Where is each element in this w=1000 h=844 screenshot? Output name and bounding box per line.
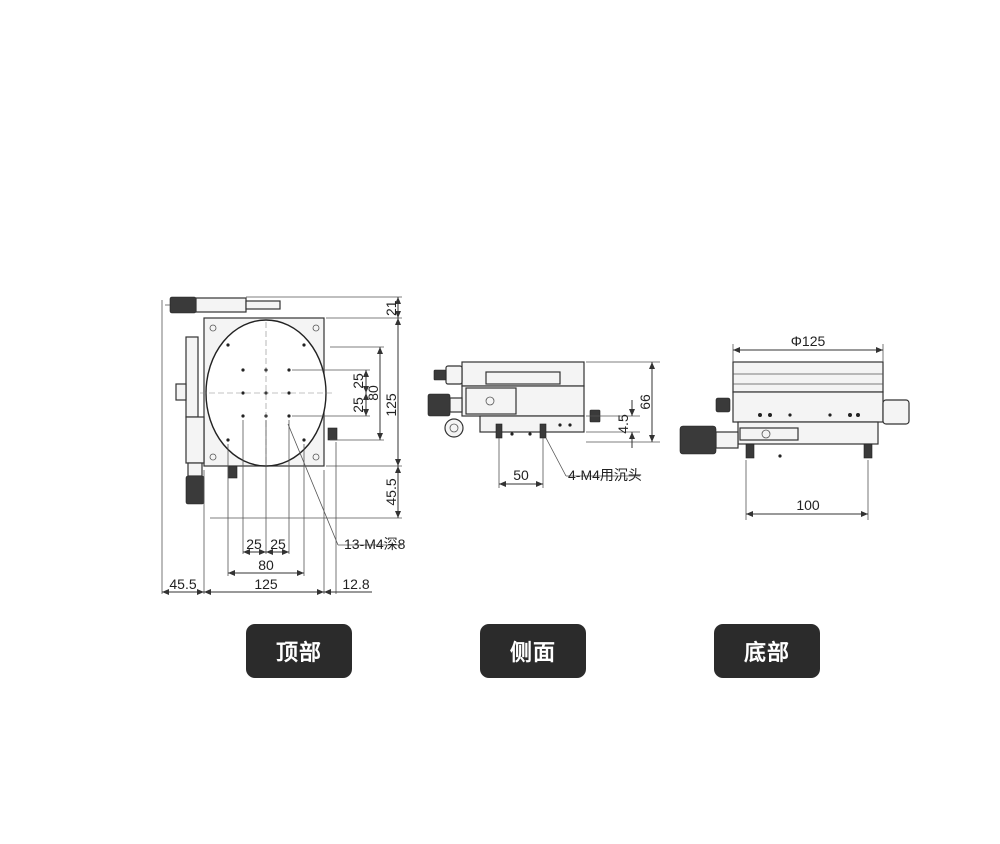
top-bottom-extensions — [161, 300, 337, 594]
callout-leader-top — [287, 423, 339, 546]
left-micrometer — [175, 336, 205, 505]
top-right-extensions — [210, 296, 402, 519]
dim-4-5: 4.5 — [615, 414, 631, 434]
dim-25b-bottom: 25 — [270, 536, 286, 552]
dim-45-5-bottom: 45.5 — [169, 576, 196, 592]
callout-13-m4: 13-M4深8 — [344, 536, 406, 552]
top-micrometer — [165, 296, 281, 314]
dim-100: 100 — [796, 497, 820, 513]
side-micrometer-knob — [427, 393, 451, 417]
dim-50: 50 — [513, 467, 529, 483]
dim-12-8: 12.8 — [342, 576, 369, 592]
lock-knob-right — [327, 427, 338, 441]
dim-phi125: Φ125 — [791, 333, 826, 349]
bottom-micrometer-knob — [679, 425, 717, 455]
dim-66: 66 — [637, 394, 653, 410]
dim-80-bottom: 80 — [258, 557, 274, 573]
dim-45-5-right: 45.5 — [383, 478, 399, 505]
callout-leader-side — [545, 437, 567, 477]
callout-4-m4: 4-M4用沉头 — [568, 467, 642, 483]
bottom-middle-block — [732, 391, 884, 423]
bottom-top-plate — [732, 361, 884, 393]
dim-25a-right: 25 — [350, 373, 366, 389]
dim-25a-bottom: 25 — [246, 536, 262, 552]
dim-80-right: 80 — [365, 385, 381, 401]
bottom-view: Φ125 100 — [679, 333, 910, 520]
dim-125-right: 125 — [383, 393, 399, 417]
label-top-view: 顶部 — [246, 624, 352, 678]
top-view: 21 125 80 25 25 45.5 25 25 80 45.5 125 1… — [161, 296, 406, 595]
label-side-view: 侧面 — [480, 624, 586, 678]
side-view: 4.5 66 50 4-M4用沉头 — [427, 361, 660, 488]
label-bottom-view: 底部 — [714, 624, 820, 678]
lock-knob-bottom — [227, 465, 238, 479]
dim-25b-right: 25 — [350, 397, 366, 413]
side-base — [479, 415, 585, 433]
dim-21: 21 — [383, 300, 399, 316]
corner-holes — [209, 324, 320, 461]
dim-125-bottom: 125 — [254, 576, 278, 592]
